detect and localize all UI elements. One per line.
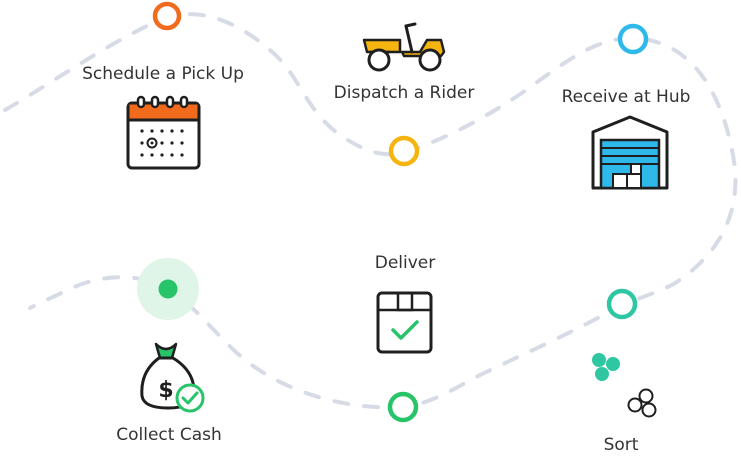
step-label-receive: Receive at Hub <box>562 87 691 107</box>
warehouse-icon <box>591 115 669 190</box>
sort-balls-icon <box>592 353 657 418</box>
calendar-icon <box>126 95 201 170</box>
route-path <box>3 12 738 410</box>
step-marker-schedule <box>152 1 182 31</box>
step-marker-dispatch <box>388 135 420 167</box>
step-marker-receive <box>617 23 649 55</box>
step-marker-sort <box>606 288 638 320</box>
step-label-dispatch: Dispatch a Rider <box>334 83 475 103</box>
step-label-schedule: Schedule a Pick Up <box>82 64 244 84</box>
step-label-deliver: Deliver <box>375 253 436 273</box>
step-marker-deliver <box>387 391 419 423</box>
step-marker-collect-active <box>137 258 199 320</box>
money-bag-icon: $ <box>140 342 205 413</box>
step-label-collect: Collect Cash <box>116 425 222 445</box>
svg-text:$: $ <box>158 378 173 403</box>
package-check-icon <box>376 291 433 354</box>
step-label-sort: Sort <box>604 435 639 455</box>
scooter-icon <box>362 22 446 72</box>
